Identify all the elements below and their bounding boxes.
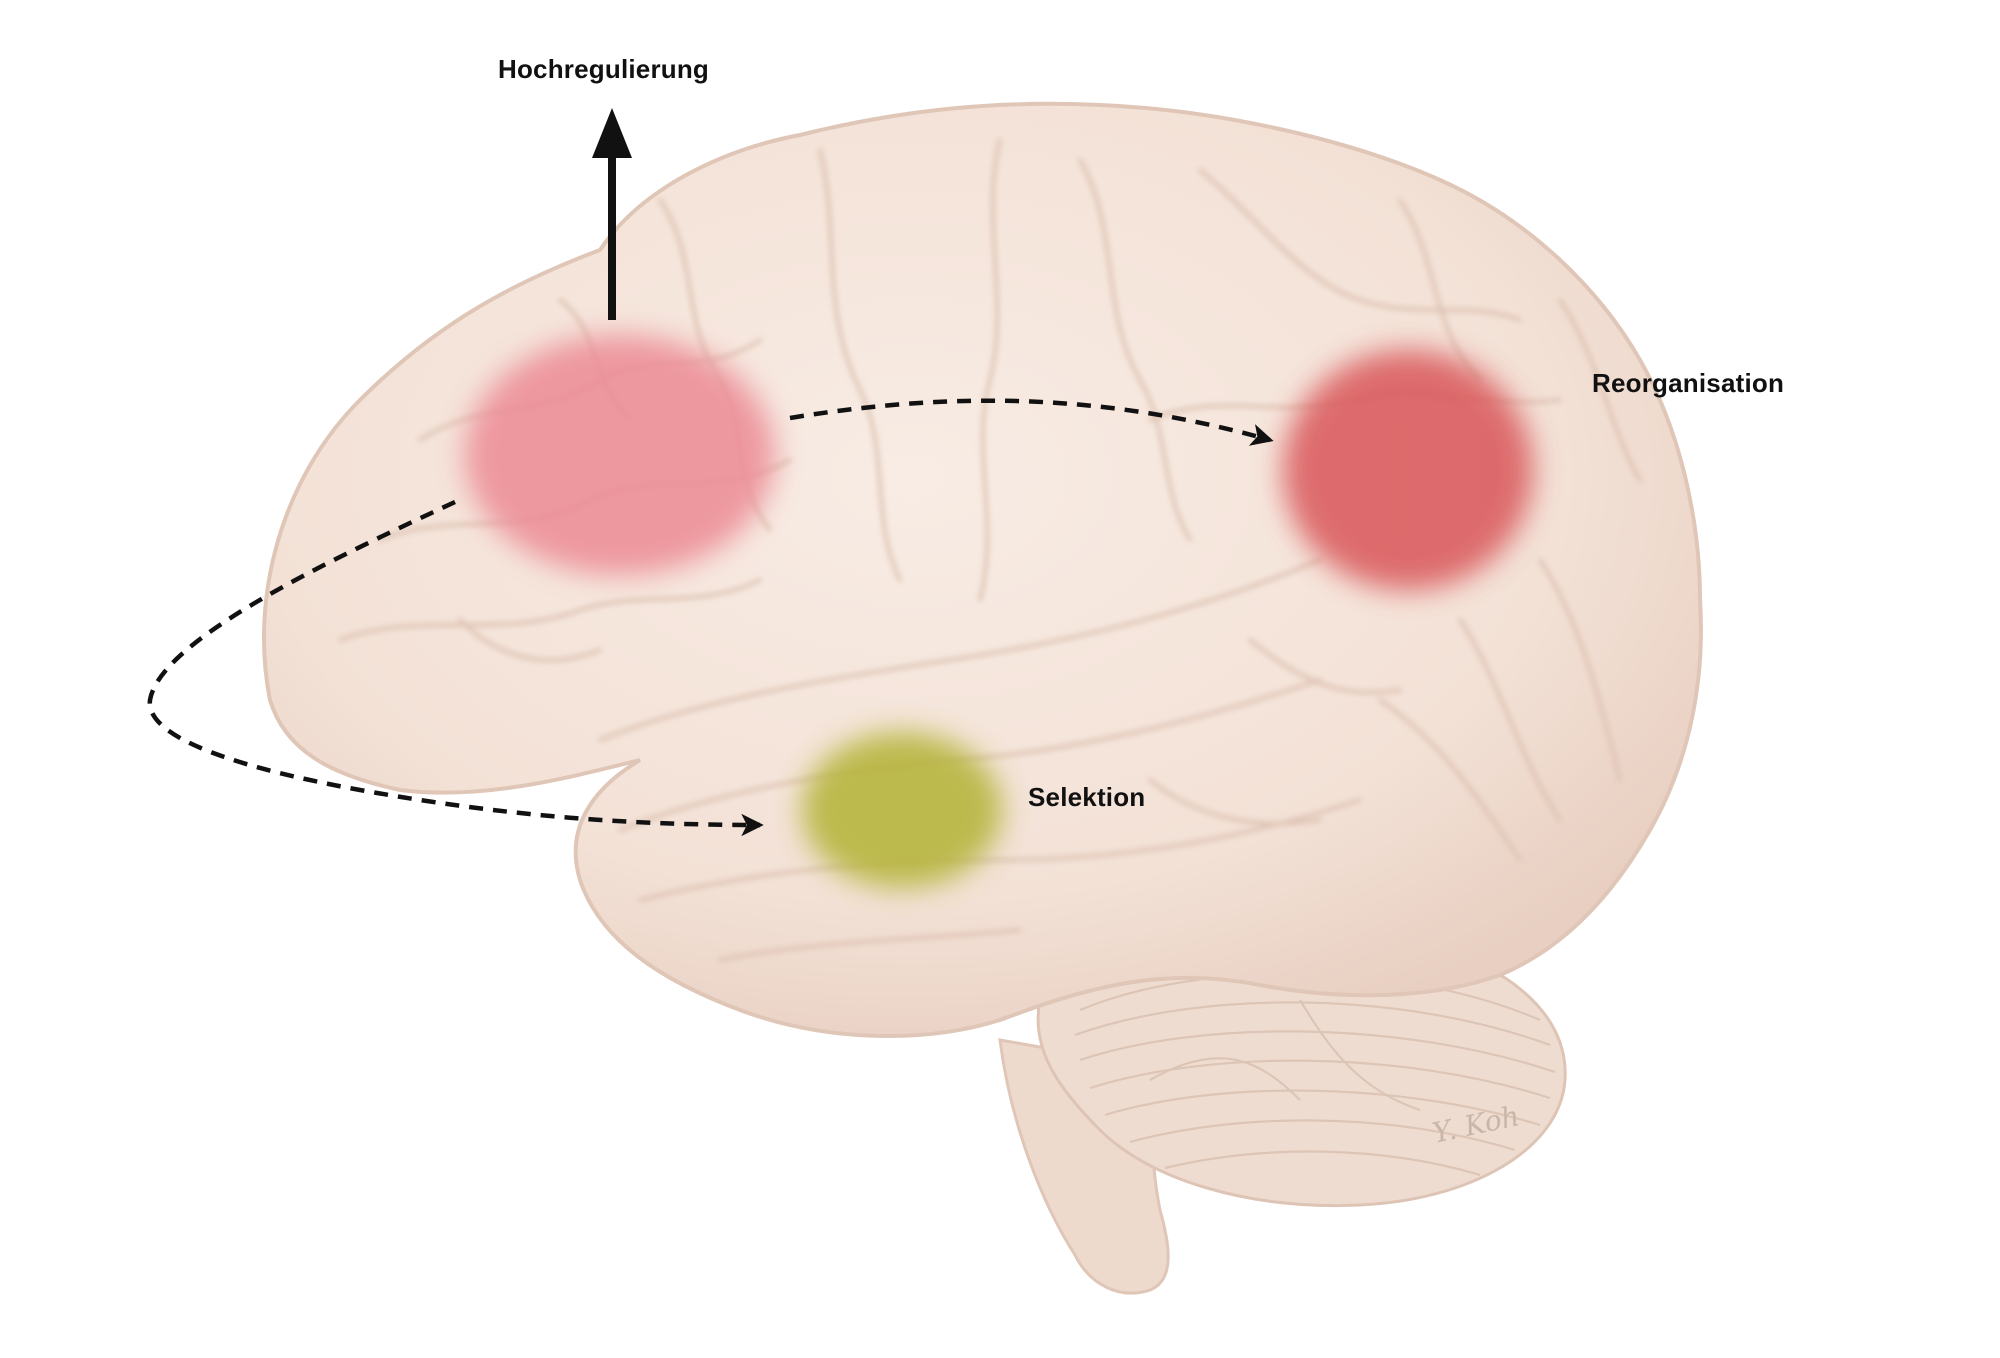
reorganisation-label: Reorganisation <box>1592 368 1785 398</box>
dashed-arrow-to-selection <box>147 499 764 837</box>
parietal-activation-spot <box>1283 350 1533 590</box>
frontal-activation-spot <box>465 335 775 575</box>
selection-label: Selektion <box>1028 782 1146 812</box>
upregulation-arrow <box>592 108 632 320</box>
upregulation-label: Hochregulierung <box>498 54 710 84</box>
cerebrum <box>262 101 1703 1038</box>
temporal-activation-spot <box>802 732 1002 888</box>
dashed-arrow-to-reorganisation <box>789 398 1274 446</box>
